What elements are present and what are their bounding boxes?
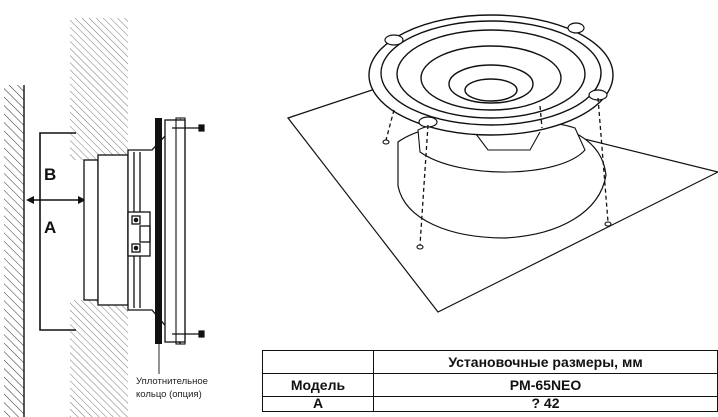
isometric-view (287, 14, 718, 313)
table-row-dim-a: A ? 42 (262, 396, 718, 412)
surface-screw-holes (382, 139, 612, 250)
table-header-title: Установочные размеры, мм (373, 350, 718, 374)
dimension-a-label: A (44, 218, 56, 237)
grille-frame (175, 117, 186, 345)
panel-hatch-lower (70, 300, 128, 417)
mounting-screws (172, 124, 205, 338)
side-section-view: B A Уплот (4, 18, 208, 417)
front-baffle (164, 119, 186, 343)
seal-note-line2: кольцо (опция) (136, 389, 202, 400)
model-value: PM-65NEO (373, 373, 718, 397)
panel-hatch-upper (70, 18, 128, 160)
screw-guide-lines (385, 97, 609, 246)
dim-a-value: ? 42 (373, 396, 718, 412)
seal-note-line1: Уплотнительное (136, 376, 208, 387)
speaker-top-ring (368, 14, 614, 136)
dimension-b-label: B (44, 165, 56, 184)
seal-ring-strip (155, 118, 162, 344)
model-label: Модель (262, 373, 374, 397)
table-row-model: Модель PM-65NEO (262, 373, 718, 397)
dimension-b-bracket (39, 132, 76, 331)
mounting-dimensions-table: Установочные размеры, мм Модель PM-65NEO… (262, 350, 718, 412)
table-header-row: Установочные размеры, мм (262, 350, 718, 374)
wall-hatch-left (4, 85, 24, 417)
dim-a-label: A (262, 396, 374, 412)
